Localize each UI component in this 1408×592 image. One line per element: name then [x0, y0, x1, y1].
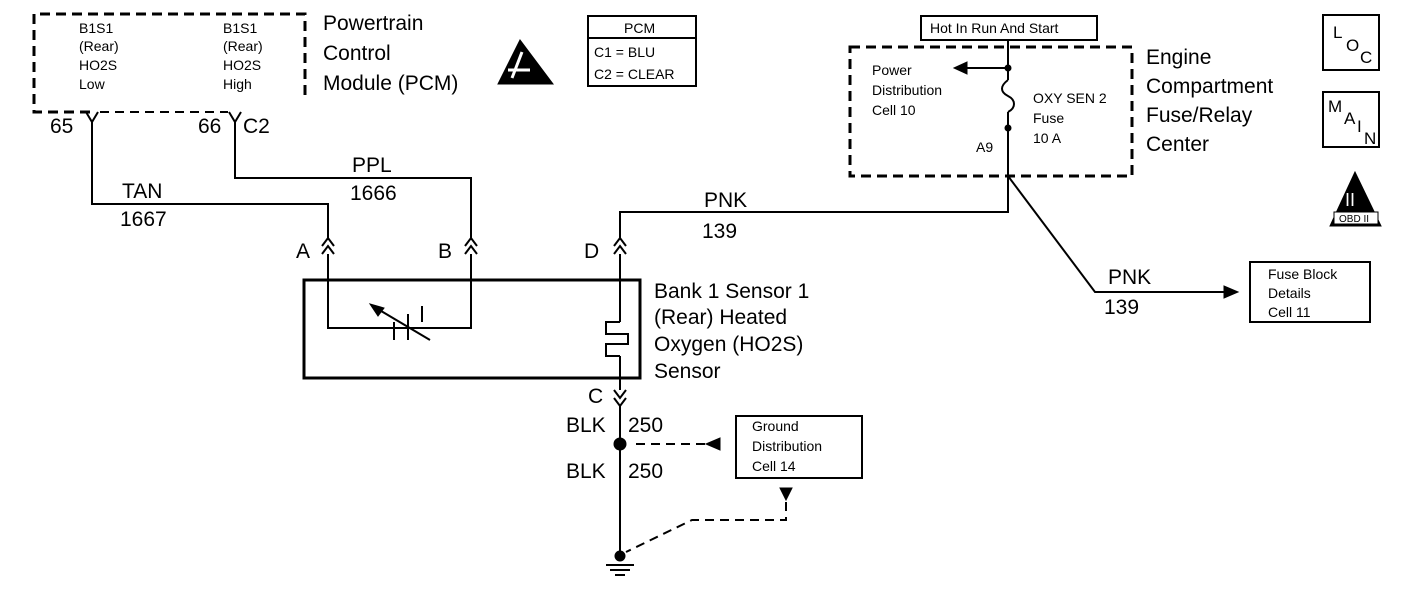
ground-ref-line2: Distribution	[752, 438, 822, 454]
connector-c2-label: C2	[243, 115, 270, 138]
ground-ref-line1: Ground	[752, 418, 799, 434]
pin-65-connector-icon	[85, 111, 99, 128]
terminal-d-connector-icon	[613, 236, 627, 255]
sensor-title-line2: (Rear) Heated	[654, 306, 787, 329]
svg-text:C: C	[1360, 48, 1372, 67]
main-badge-icon: M A I N	[1322, 91, 1380, 148]
pcm-pin-right-line3: HO2S	[223, 57, 261, 73]
fuse-pin-a9: A9	[976, 139, 993, 155]
svg-text:M: M	[1328, 97, 1342, 116]
pin-66-connector-icon	[228, 111, 242, 128]
wire-pnk-139-sensor	[619, 128, 1009, 240]
fuse-block-ref-line3: Cell 11	[1268, 304, 1311, 320]
splice-dot	[613, 437, 627, 451]
wire-ppl-circuit: 1666	[350, 182, 397, 205]
terminal-c-label: C	[588, 385, 603, 408]
fuse-center-title-line2: Compartment	[1146, 75, 1273, 98]
sensor-element-circuit	[327, 254, 472, 329]
ground-dist-ref-box: Ground Distribution Cell 14	[735, 415, 863, 479]
terminal-a-connector-icon	[321, 236, 335, 255]
pcm-title-line1: Powertrain	[323, 12, 423, 35]
hot-in-run-label-box: Hot In Run And Start	[920, 15, 1098, 41]
ground-ref-down-arrow-icon	[779, 487, 793, 502]
fuse-block-arrow-icon	[1223, 285, 1240, 299]
pcm-legend-row2: C2 = CLEAR	[594, 66, 675, 82]
ground-dist-arrow-icon	[704, 437, 721, 451]
wire-tan-color: TAN	[122, 180, 162, 203]
variable-resistor-icon	[375, 306, 431, 341]
pcm-module: B1S1 (Rear) HO2S Low B1S1 (Rear) HO2S Hi…	[32, 12, 458, 138]
sensor-title-line1: Bank 1 Sensor 1	[654, 280, 809, 303]
fuse-center-outline	[848, 45, 1134, 178]
svg-text:II: II	[1345, 190, 1355, 210]
svg-text:I: I	[1357, 117, 1362, 136]
ground-dashed-link	[625, 502, 787, 553]
svg-text:O: O	[1346, 36, 1359, 55]
power-dist-line1: Power	[872, 62, 912, 78]
pcm-title-line2: Control	[323, 42, 391, 65]
pcm-legend-row1: C1 = BLU	[594, 44, 655, 60]
ground-ref-line3: Cell 14	[752, 458, 796, 474]
wire-blk-upper-color: BLK	[566, 414, 606, 437]
power-dist-line2: Distribution	[872, 82, 942, 98]
terminal-b-label: B	[438, 240, 452, 263]
pcm-pin-left-line3: HO2S	[79, 57, 117, 73]
svg-text:L: L	[1333, 23, 1342, 42]
obd-ii-badge-icon: II OBD II	[1329, 170, 1382, 227]
sensor-title-line4: Sensor	[654, 360, 721, 383]
esd-warning-icon	[497, 39, 554, 85]
heater-element-icon	[605, 321, 629, 357]
wire-pnk-top-circuit: 139	[702, 220, 737, 243]
wire-ppl-color: PPL	[352, 154, 392, 177]
pcm-legend-header: PCM	[624, 20, 655, 36]
fuse-block-ref-line1: Fuse Block	[1268, 266, 1338, 282]
wire-blk-upper-circuit: 250	[628, 414, 663, 437]
fuse-center-title-line4: Center	[1146, 133, 1209, 156]
wire-blk-lower-color: BLK	[566, 460, 606, 483]
wire-blk-lower-circuit: 250	[628, 460, 663, 483]
svg-text:OBD II: OBD II	[1339, 214, 1369, 225]
sensor-title-line3: Oxygen (HO2S)	[654, 333, 803, 356]
pcm-pin-right-line1: B1S1	[223, 20, 257, 36]
wire-pnk-right-circuit: 139	[1104, 296, 1139, 319]
pcm-title-line3: Module (PCM)	[323, 72, 458, 95]
pin-65-label: 65	[50, 115, 73, 138]
power-dist-line3: Cell 10	[872, 102, 916, 118]
fuse-block-ref-line2: Details	[1268, 285, 1311, 301]
fuse-icon	[1001, 79, 1015, 113]
pcm-pin-right-line2: (Rear)	[223, 38, 263, 54]
hot-in-run-label: Hot In Run And Start	[930, 20, 1059, 36]
terminal-a-label: A	[296, 240, 310, 263]
wire-pnk-139-fuse-block	[1007, 175, 1226, 293]
ho2s-sensor: A B D C Bank 1 Sensor 1 (Rear) Heated Ox…	[296, 236, 809, 408]
pcm-pin-right-line4: High	[223, 76, 252, 92]
svg-text:N: N	[1364, 129, 1376, 148]
pcm-pin-left-line1: B1S1	[79, 20, 113, 36]
fuse-center-title-line3: Fuse/Relay	[1146, 104, 1253, 127]
terminal-b-connector-icon	[464, 236, 478, 255]
fuse-name-line2: Fuse	[1033, 110, 1064, 126]
pcm-legend-box: PCM C1 = BLU C2 = CLEAR	[587, 15, 697, 87]
loc-badge-icon: L O C	[1322, 14, 1380, 71]
wire-pnk-top-color: PNK	[704, 189, 747, 212]
wire-ppl-1666	[234, 128, 472, 240]
terminal-d-label: D	[584, 240, 599, 263]
wire-tan-1667	[91, 128, 329, 240]
wire-tan-circuit: 1667	[120, 208, 167, 231]
pin-66-label: 66	[198, 115, 221, 138]
fuse-name-line3: 10 A	[1033, 130, 1062, 146]
ground-icon	[606, 550, 634, 576]
fuse-block-ref-box: Fuse Block Details Cell 11	[1249, 261, 1371, 323]
pcm-outline	[32, 12, 307, 114]
fuse-center-title-line1: Engine	[1146, 46, 1211, 69]
pcm-pin-left-line4: Low	[79, 76, 106, 92]
fuse-relay-center: Power Distribution Cell 10 OXY SEN 2 Fus…	[848, 40, 1273, 178]
power-dist-arrow-icon	[952, 61, 968, 75]
wire-pnk-right-color: PNK	[1108, 266, 1151, 289]
svg-text:A: A	[1344, 109, 1356, 128]
pcm-pin-left-line2: (Rear)	[79, 38, 119, 54]
fuse-name-line1: OXY SEN 2	[1033, 90, 1107, 106]
terminal-c-connector-icon	[613, 389, 627, 408]
